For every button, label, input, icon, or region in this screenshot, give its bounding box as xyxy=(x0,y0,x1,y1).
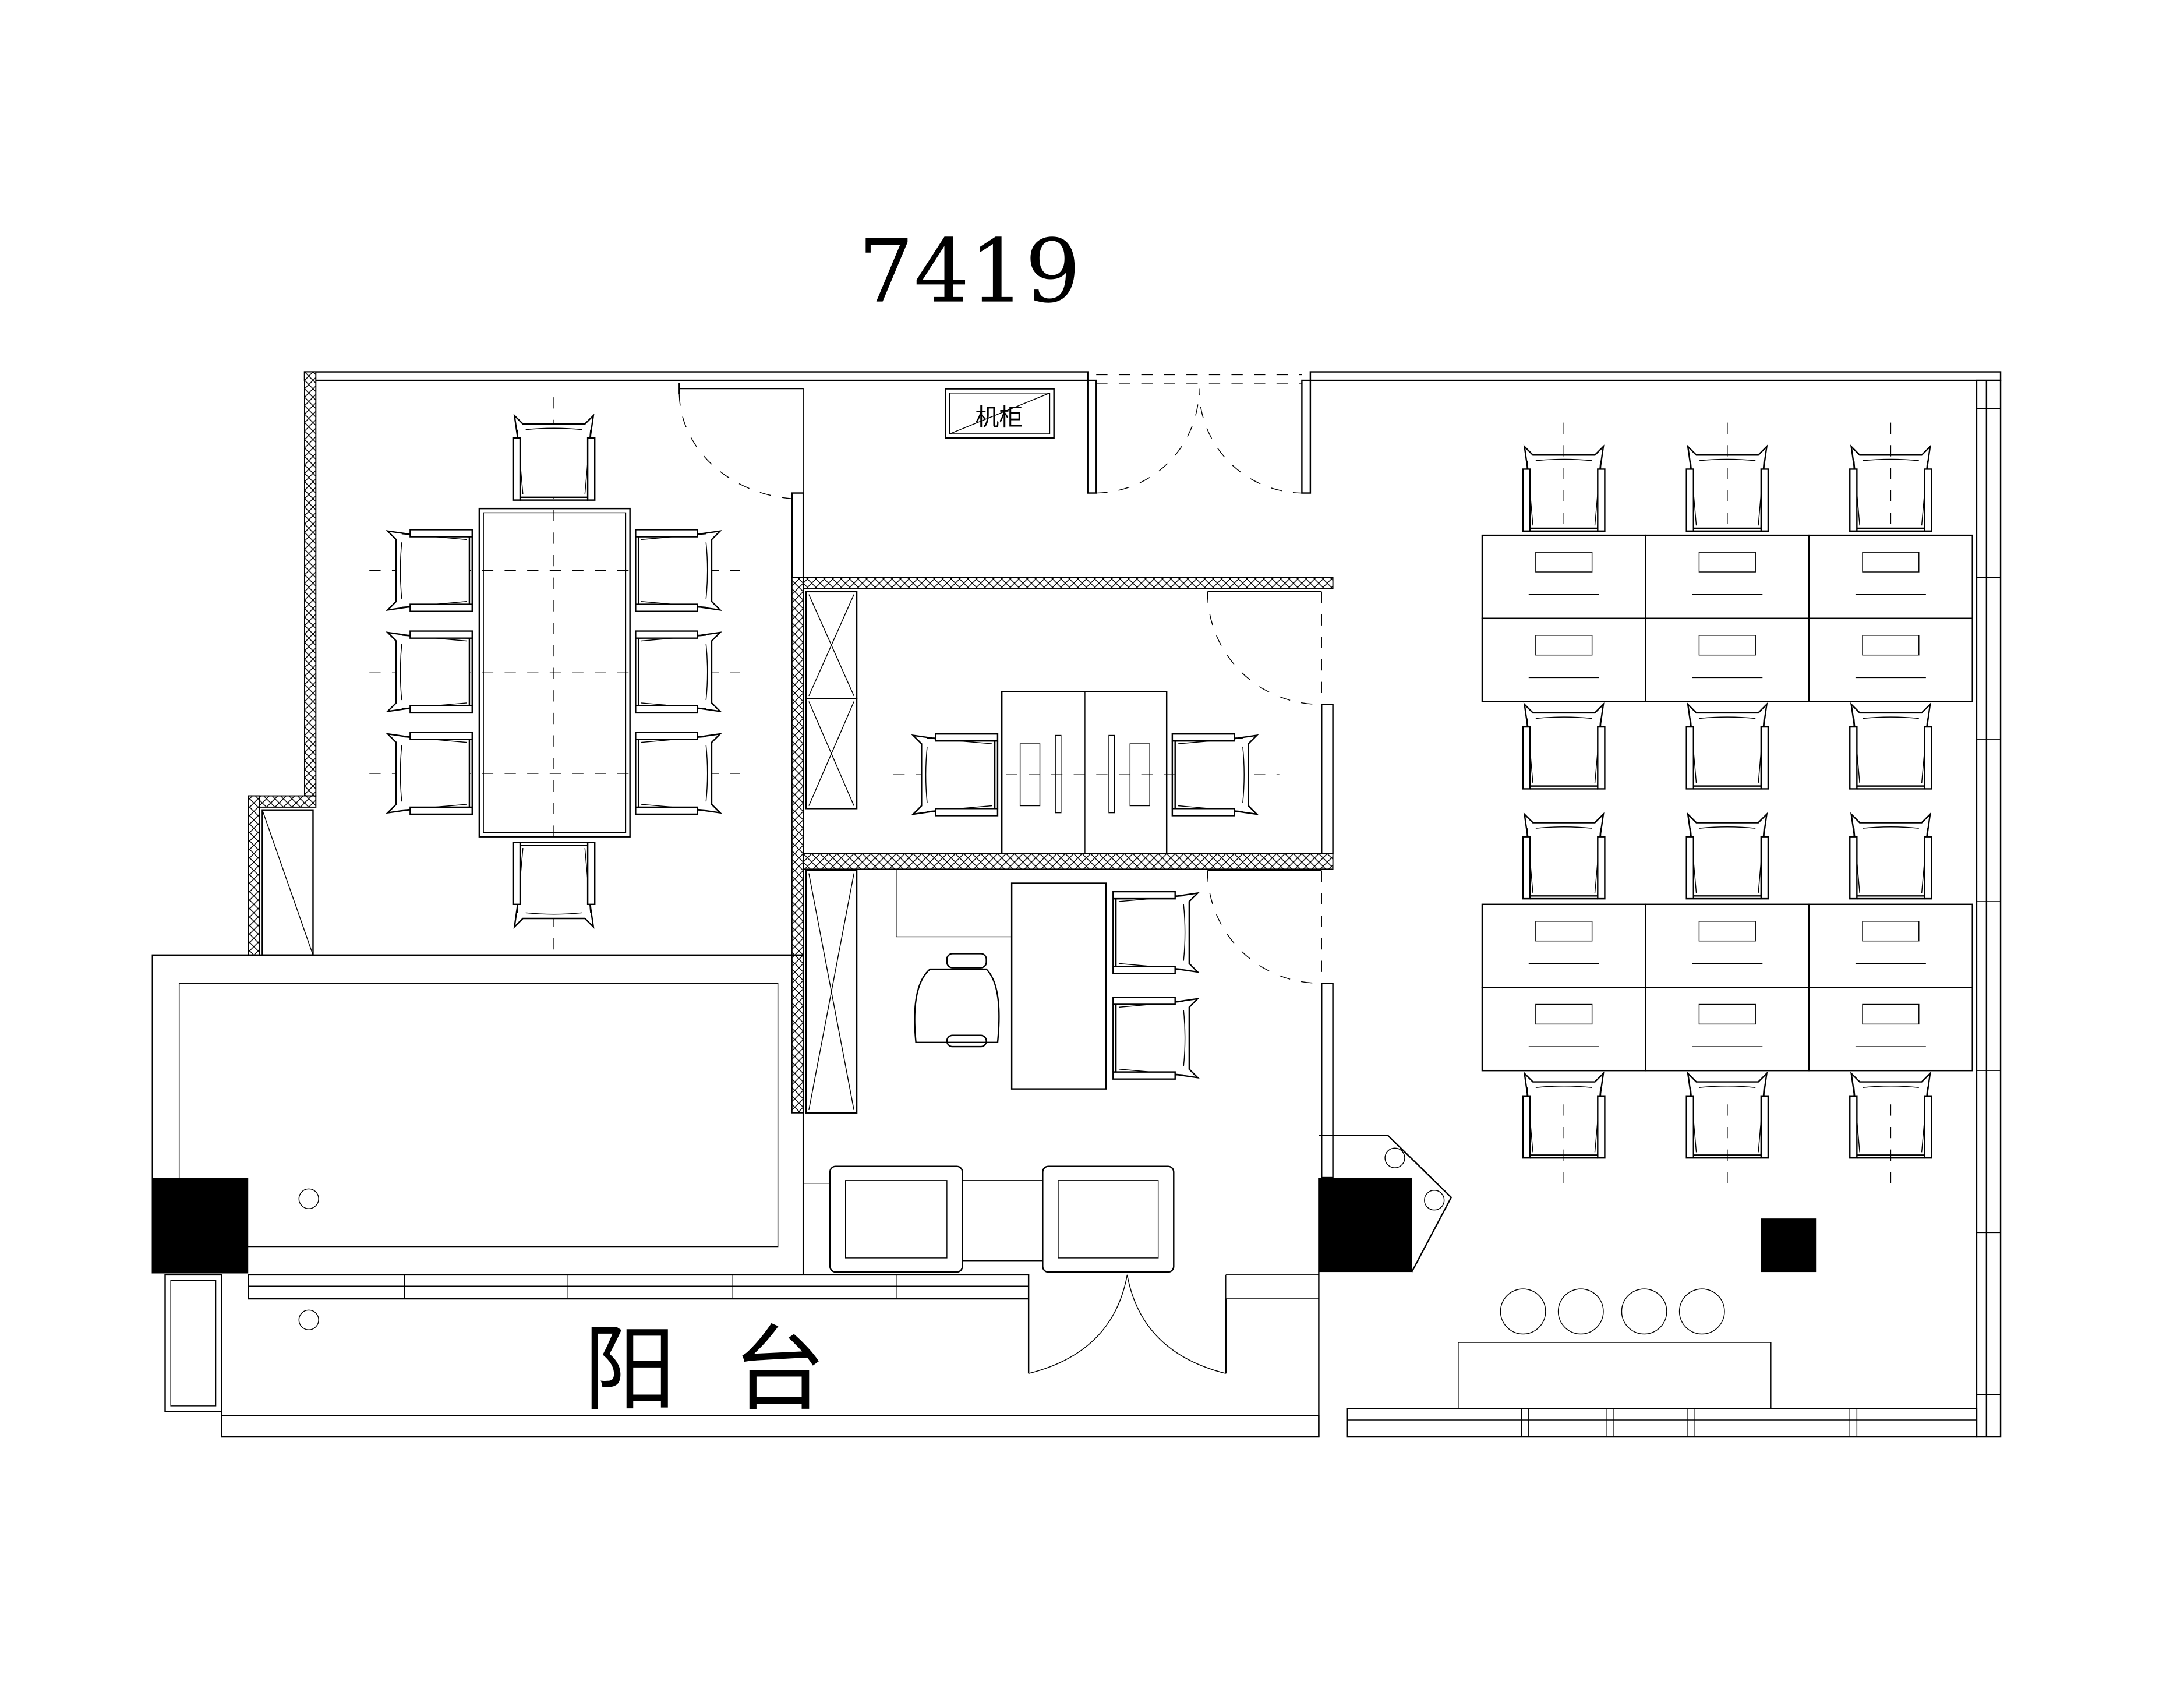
balcony-label: 阳台 xyxy=(584,1316,882,1424)
balcony: 阳台 xyxy=(164,1178,1320,1438)
chair xyxy=(512,842,596,929)
workstation-desk xyxy=(1481,534,1646,620)
chair xyxy=(1522,702,1606,790)
chairs xyxy=(386,414,1932,1183)
workstation-desk xyxy=(1645,903,1810,988)
meeting-desk xyxy=(1001,691,1168,854)
chair xyxy=(386,630,473,714)
workstation-desk xyxy=(1645,617,1810,702)
chair xyxy=(1112,891,1200,974)
office-chair xyxy=(914,953,1000,1048)
workstation-desk xyxy=(1808,903,1973,988)
chair xyxy=(1685,702,1769,790)
reception-counter xyxy=(1458,1342,1772,1409)
entry-door[interactable] xyxy=(1087,374,1312,494)
workstation-desk xyxy=(1808,987,1973,1072)
chair xyxy=(512,414,596,501)
lounge xyxy=(803,1165,1175,1273)
workstation-desk xyxy=(1808,534,1973,620)
chair xyxy=(386,732,473,815)
workstation-desk xyxy=(1481,987,1646,1072)
chair xyxy=(1522,812,1606,900)
chair xyxy=(1685,812,1769,900)
left-room xyxy=(151,954,804,1275)
chair xyxy=(1522,444,1606,532)
cabinet-label: 机柜 xyxy=(975,403,1023,431)
chair xyxy=(635,732,722,815)
chair xyxy=(911,733,999,817)
workstation-desk xyxy=(1645,534,1810,620)
chair xyxy=(635,630,722,714)
chair xyxy=(1849,812,1932,900)
plan-title: 7419 xyxy=(858,221,1081,323)
workstation-desk xyxy=(1481,903,1646,988)
open-office xyxy=(1319,534,1978,1438)
conference-table xyxy=(478,507,631,838)
column xyxy=(152,1178,249,1274)
exterior-walls xyxy=(248,371,2002,1438)
workstation-desk xyxy=(1808,617,1973,702)
chair xyxy=(1685,444,1769,532)
server-cabinet: 机柜 xyxy=(945,388,1055,439)
workstation-desk xyxy=(1481,617,1646,702)
chair xyxy=(635,529,722,612)
right-window-dividers xyxy=(1976,408,2001,1395)
chair xyxy=(1112,997,1200,1080)
column xyxy=(1761,1218,1817,1273)
chair xyxy=(1849,444,1932,532)
manager-desk xyxy=(1010,882,1107,1090)
chair xyxy=(1849,702,1932,790)
meeting-office xyxy=(791,577,1334,1179)
chair xyxy=(1171,733,1259,817)
workstation-desk xyxy=(1645,987,1810,1072)
chair xyxy=(386,529,473,612)
